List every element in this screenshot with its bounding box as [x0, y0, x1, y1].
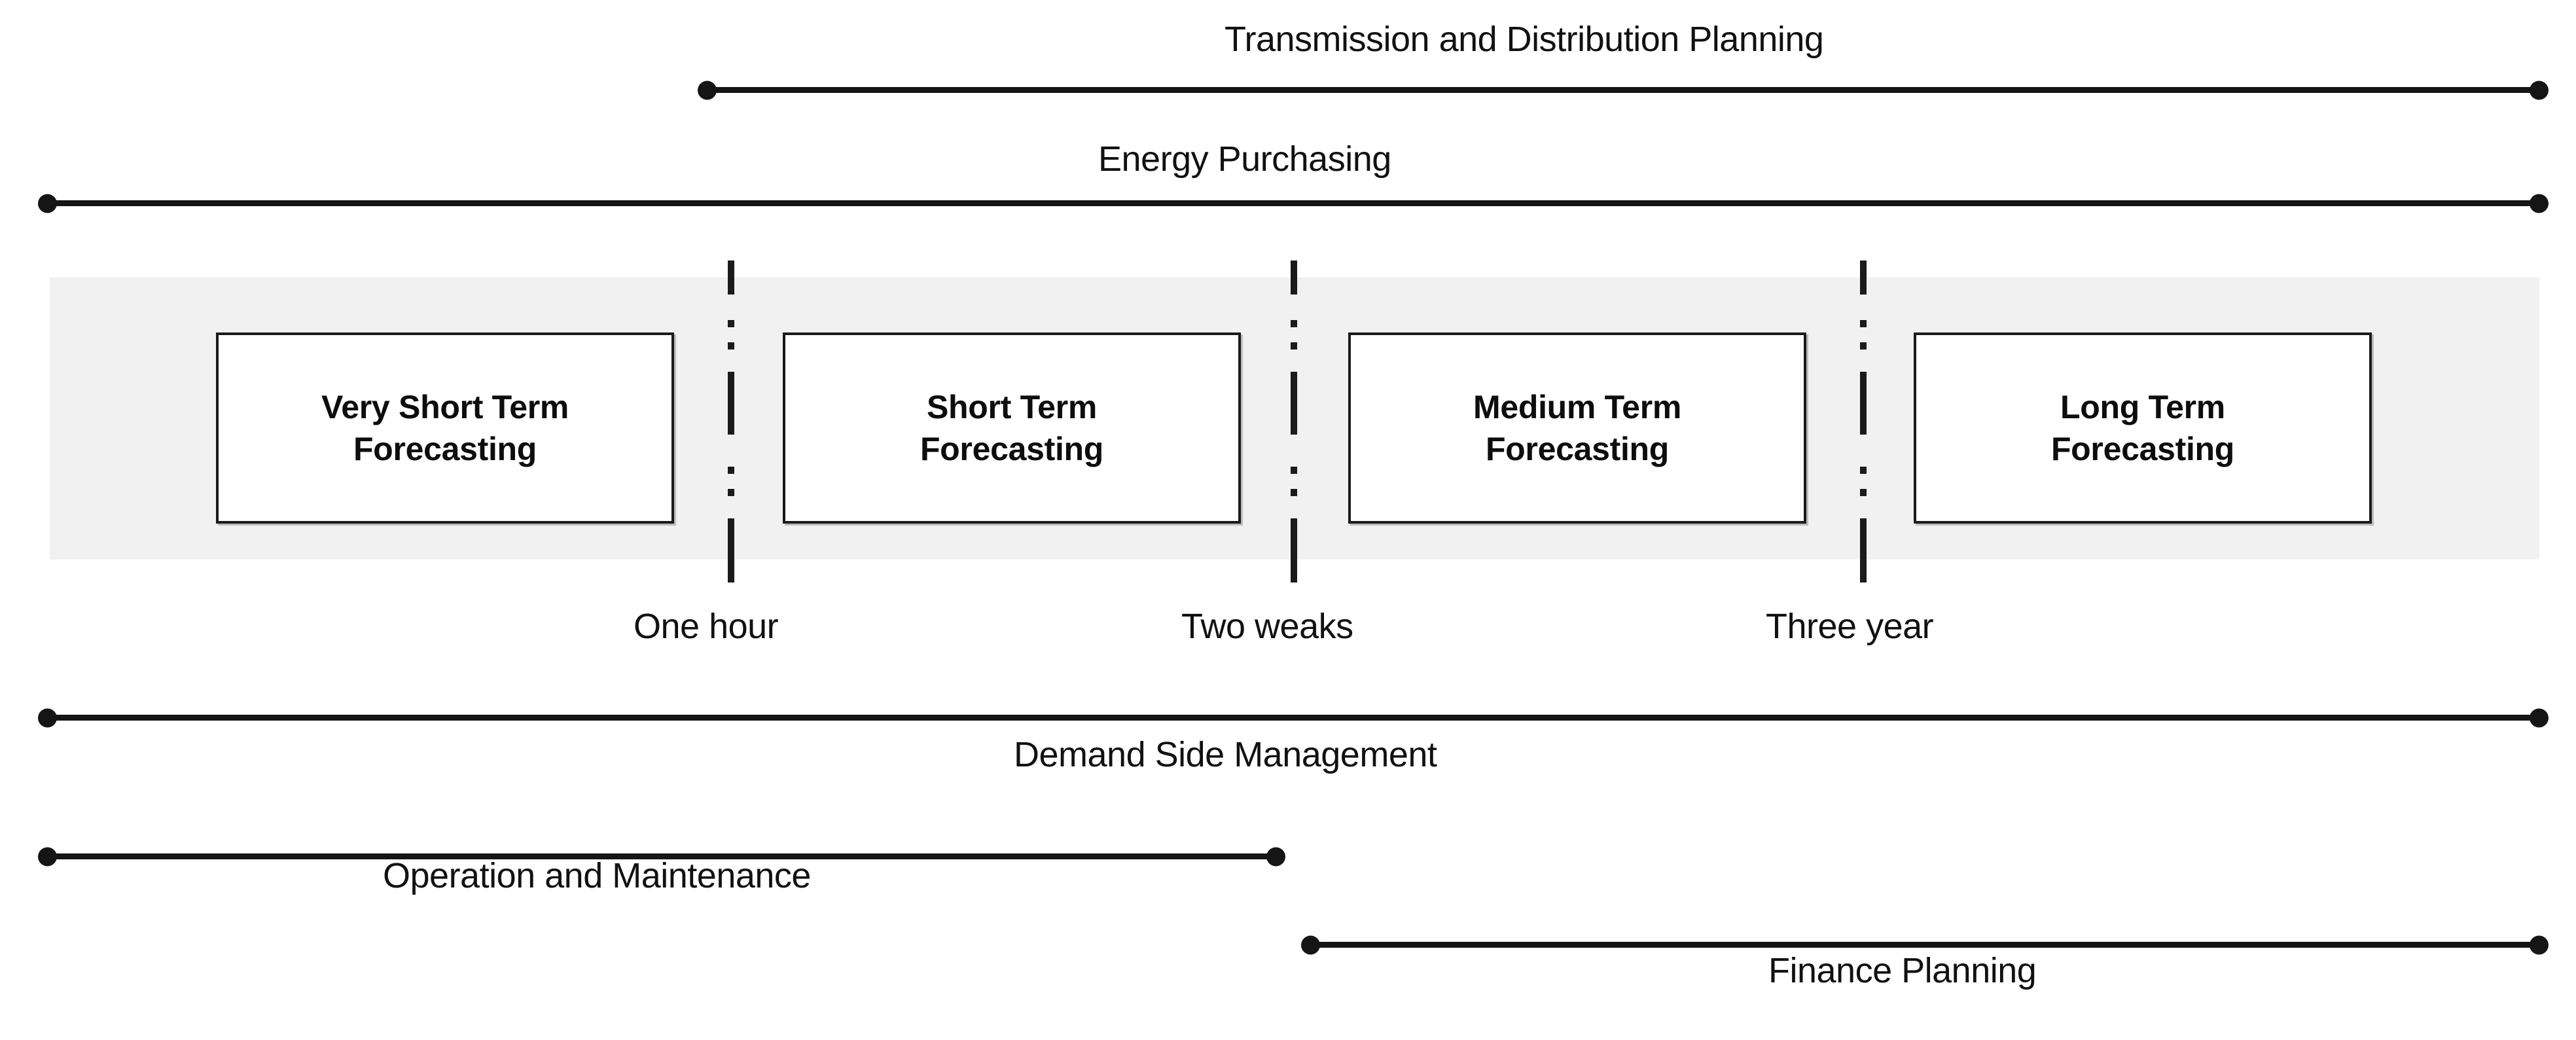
span-line-finance-planning	[1310, 942, 2539, 948]
span-line-energy-purchasing	[47, 200, 2539, 206]
span-line-operation-and-maintenance	[47, 853, 1276, 859]
span-label-energy-purchasing: Energy Purchasing	[1098, 139, 1391, 179]
tick-label-three-year: Three year	[1766, 607, 1934, 646]
span-label-transmission-and-distribution-planning: Transmission and Distribution Planning	[1225, 20, 1824, 59]
tick-label-two-weaks: Two weaks	[1181, 607, 1353, 646]
horizon-divider-three-year	[1860, 260, 1867, 583]
forecast-box-label-line1: Long Term	[2060, 389, 2225, 425]
forecast-box-label-line2: Forecasting	[920, 431, 1104, 467]
forecast-box-label-line1: Medium Term	[1473, 389, 1682, 425]
span-line-transmission-and-distribution-planning	[707, 87, 2539, 93]
span-label-finance-planning: Finance Planning	[1768, 951, 2037, 990]
forecast-box-label-line2: Forecasting	[2050, 431, 2235, 467]
span-label-demand-side-management: Demand Side Management	[1014, 735, 1437, 774]
forecast-box-medium-term[interactable]: Medium Term Forecasting	[1348, 332, 1806, 524]
horizon-divider-one-hour	[728, 260, 734, 583]
tick-label-one-hour: One hour	[634, 607, 779, 646]
forecast-box-very-short-term[interactable]: Very Short Term Forecasting	[216, 332, 674, 524]
forecast-box-short-term[interactable]: Short Term Forecasting	[783, 332, 1241, 524]
forecast-box-label-line1: Short Term	[927, 389, 1097, 425]
forecast-box-label-line2: Forecasting	[353, 431, 537, 467]
forecast-box-long-term[interactable]: Long Term Forecasting	[1914, 332, 2372, 524]
horizon-divider-two-weaks	[1291, 260, 1297, 583]
forecast-box-label-line1: Very Short Term	[321, 389, 569, 425]
span-line-demand-side-management	[47, 715, 2539, 721]
forecast-box-label-line2: Forecasting	[1485, 431, 1670, 467]
span-label-operation-and-maintenance: Operation and Maintenance	[383, 856, 811, 895]
